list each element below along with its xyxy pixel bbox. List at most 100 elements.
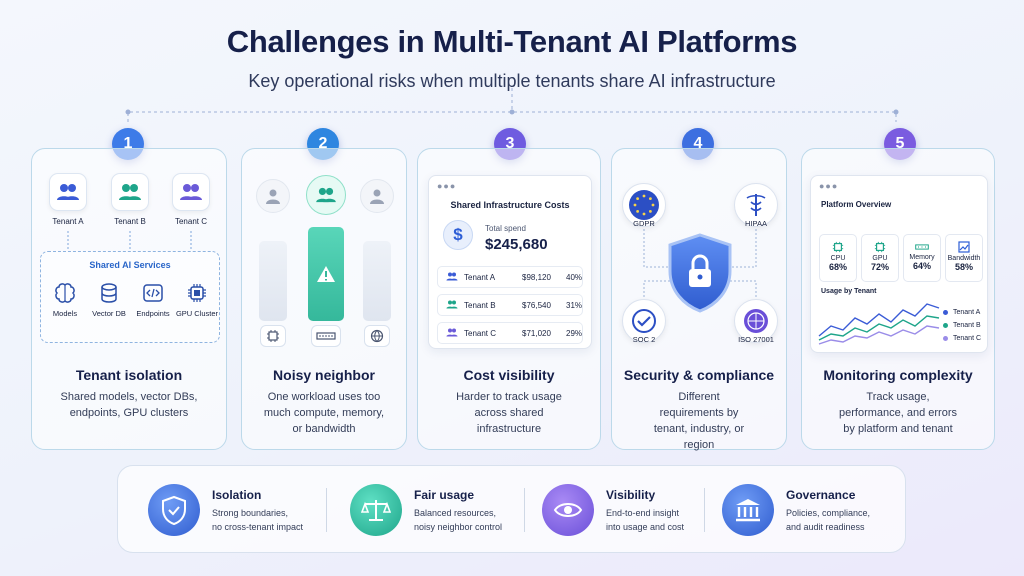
chip-icon — [874, 241, 886, 253]
iso27001-badge — [734, 299, 778, 343]
total-spend-label: Total spend — [485, 224, 526, 233]
scales-icon — [350, 484, 402, 536]
warning-icon — [317, 266, 335, 282]
soc2-badge — [622, 299, 666, 343]
card-title: Security & compliance — [623, 367, 775, 383]
card-description: One workload uses too much compute, memo… — [263, 391, 385, 435]
usage-line-chart — [818, 303, 940, 345]
feature-governance: Governance Policies, compliance,and audi… — [722, 480, 892, 540]
trend-icon — [958, 241, 970, 253]
iso27001-label: ISO 27001 — [738, 335, 774, 344]
card-description: Shared models, vector DBs, endpoints, GP… — [60, 391, 198, 419]
feature-fair-usage: Fair usage Balanced resources,noisy neig… — [350, 480, 530, 540]
page-title: Challenges in Multi-Tenant AI Platforms — [226, 24, 798, 59]
chip-noisy — [311, 325, 341, 347]
users-icon — [316, 187, 336, 203]
service-vector-db: Vector DB — [87, 282, 131, 319]
card-description: Harder to track usage across shared infr… — [456, 391, 562, 435]
user-icon — [266, 189, 280, 204]
card-description: Different requirements by tenant, indust… — [653, 391, 745, 451]
card-title: Cost visibility — [463, 367, 555, 383]
tenant-c: Tenant C — [169, 173, 213, 226]
shared-ai-services: Shared AI Services Models Vector DB Endp… — [40, 251, 220, 343]
platform-overview-panel: ●●● Platform Overview CPU 68% GPU 72% Me… — [810, 175, 988, 353]
service-models: Models — [43, 282, 87, 319]
legend-tenant-c: Tenant C — [943, 335, 981, 342]
users-icon — [57, 184, 79, 200]
gdpr-label: GDPR — [633, 219, 655, 228]
divider — [704, 488, 705, 532]
card-title: Monitoring complexity — [823, 367, 973, 383]
memory-icon — [915, 244, 929, 250]
card-title: Tenant isolation — [75, 367, 183, 383]
card-security-compliance: GDPR HIPAA SOC 2 ISO 27001 Security & co… — [611, 148, 787, 451]
chip-icon — [188, 284, 206, 302]
service-gpu-cluster: GPU Cluster — [175, 282, 219, 319]
memory-icon — [316, 332, 336, 340]
shield-check-icon — [148, 484, 200, 536]
resource-bar-noisy — [308, 227, 344, 321]
check-badge-icon — [632, 309, 656, 333]
cost-panel: ●●● Shared Infrastructure Costs $ Total … — [428, 175, 592, 349]
chip-icon — [267, 330, 279, 342]
eu-flag-icon — [629, 190, 659, 220]
caduceus-icon — [746, 194, 766, 216]
card-noisy-neighbor: Noisy neighbor One workload uses too muc… — [241, 148, 407, 450]
card-tenant-isolation: Tenant A Tenant B Tenant C Shared AI Ser… — [31, 148, 227, 450]
metric-cpu: CPU 68% — [819, 234, 857, 282]
shield-lock-icon — [666, 233, 734, 313]
legend-tenant-a: Tenant A — [943, 309, 980, 316]
principles-strip: Isolation Strong boundaries,no cross-ten… — [117, 465, 906, 553]
feature-isolation: Isolation Strong boundaries,no cross-ten… — [148, 480, 328, 540]
eye-icon — [542, 484, 594, 536]
divider — [326, 488, 327, 532]
divider — [524, 488, 525, 532]
page-subtitle: Key operational risks when multiple tena… — [248, 71, 776, 91]
card-monitoring-complexity: ●●● Platform Overview CPU 68% GPU 72% Me… — [801, 148, 995, 450]
chip-right — [364, 325, 390, 347]
tenant-b: Tenant B — [108, 173, 152, 226]
user-avatar-noisy — [306, 175, 346, 215]
gdpr-badge — [622, 183, 666, 227]
user-avatar-left — [256, 179, 290, 213]
chip-icon — [832, 241, 844, 253]
code-icon — [143, 284, 163, 302]
users-icon — [446, 272, 458, 281]
resource-bar-right — [363, 241, 391, 321]
hipaa-badge — [734, 183, 778, 227]
resource-bar-left — [259, 241, 287, 321]
metric-memory: Memory 64% — [903, 234, 941, 282]
cost-row-tenant-a: Tenant A $98,120 40% — [437, 266, 583, 288]
chip-left — [260, 325, 286, 347]
users-icon — [180, 184, 202, 200]
dollar-icon: $ — [443, 220, 473, 250]
database-icon — [101, 283, 117, 303]
metric-gpu: GPU 72% — [861, 234, 899, 282]
card-description: Track usage, performance, and errors by … — [839, 391, 957, 435]
total-spend-value: $245,680 — [485, 236, 548, 253]
platform-overview-title: Platform Overview — [821, 200, 892, 209]
compliance-connectors — [643, 229, 757, 309]
service-endpoints: Endpoints — [131, 282, 175, 319]
bank-icon — [722, 484, 774, 536]
users-icon — [446, 328, 458, 337]
iso-icon — [744, 309, 768, 333]
usage-title: Usage by Tenant — [821, 288, 877, 295]
hipaa-label: HIPAA — [745, 219, 767, 228]
soc2-label: SOC 2 — [632, 335, 656, 344]
user-icon — [370, 189, 384, 204]
user-avatar-right — [360, 179, 394, 213]
tenant-a: Tenant A — [46, 173, 90, 226]
cost-row-tenant-c: Tenant C $71,020 29% — [437, 322, 583, 344]
users-icon — [119, 184, 141, 200]
cost-row-tenant-b: Tenant B $76,540 31% — [437, 294, 583, 316]
metric-bandwidth: Bandwidth 58% — [945, 234, 983, 282]
tenant-connectors — [67, 231, 192, 251]
brain-icon — [55, 283, 75, 303]
legend-tenant-b: Tenant B — [943, 322, 981, 329]
users-icon — [446, 300, 458, 309]
card-cost-visibility: ●●● Shared Infrastructure Costs $ Total … — [417, 148, 601, 450]
card-title: Noisy neighbor — [273, 367, 375, 383]
globe-icon — [370, 329, 384, 343]
